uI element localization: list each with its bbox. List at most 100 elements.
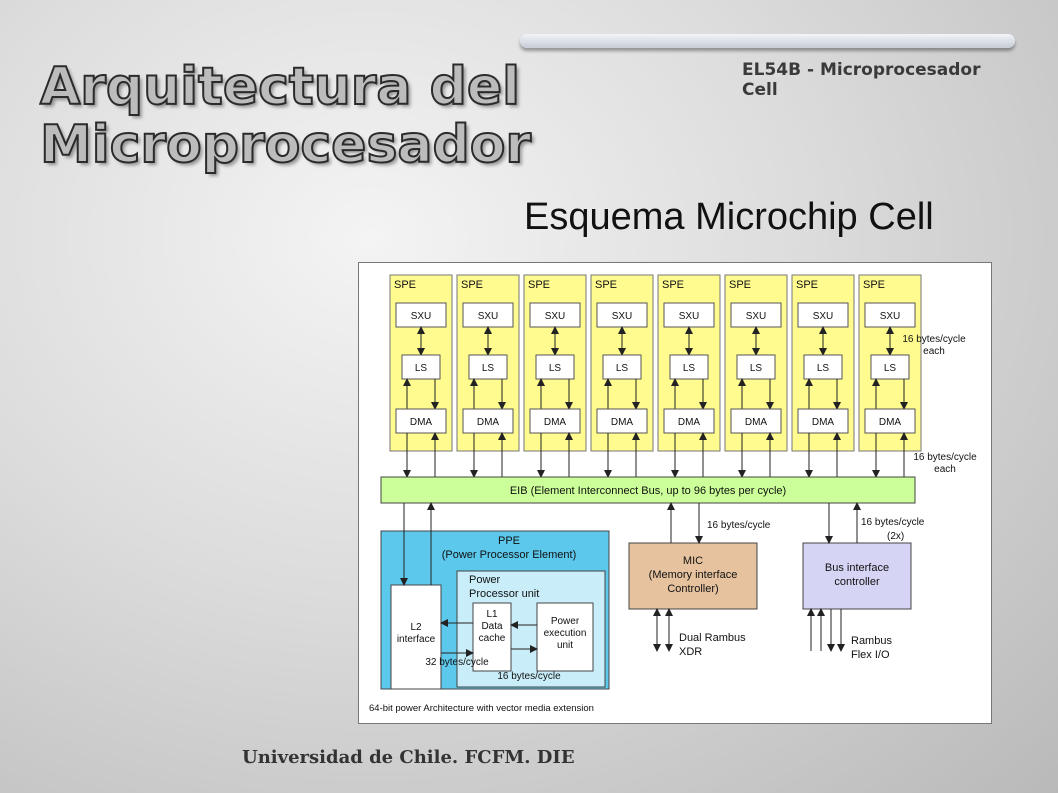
slide-title-line2: Microprocesador	[39, 115, 532, 175]
mic-block	[628, 542, 758, 610]
l1-data-cache-block	[472, 602, 512, 672]
dma-label: DMA	[879, 417, 902, 428]
ppu-label-2: Processor unit	[469, 588, 539, 600]
mic-ext-label-2: XDR	[679, 646, 702, 658]
ppe-subtitle: (Power Processor Element)	[442, 549, 577, 561]
sxu-block	[529, 302, 581, 328]
spe-label: SPE	[796, 279, 818, 291]
sxu-block	[596, 302, 648, 328]
sxu-label: SXU	[746, 311, 767, 322]
ppe-caption: 64-bit power Architecture with vector me…	[369, 703, 594, 714]
sxu-label: SXU	[813, 311, 834, 322]
ls-block	[870, 354, 910, 380]
spe-label: SPE	[461, 279, 483, 291]
ls-label: LS	[884, 363, 897, 374]
mic-label-3: Controller)	[667, 583, 718, 595]
l1-cache-label: cache	[479, 633, 506, 644]
spe-label: SPE	[595, 279, 617, 291]
bic-bandwidth-2x: (2x)	[887, 531, 904, 542]
ls-label: LS	[683, 363, 696, 374]
sxu-label: SXU	[679, 311, 700, 322]
spe-bus-bandwidth-label: 16 bytes/cycle	[913, 452, 977, 463]
top-decorative-bar	[520, 34, 1015, 48]
dma-block	[663, 408, 715, 434]
spe-label: SPE	[394, 279, 416, 291]
ls-block	[401, 354, 441, 380]
dma-block	[596, 408, 648, 434]
exec-label-2: execution	[544, 628, 587, 639]
ls-block	[803, 354, 843, 380]
spe-top-bandwidth-each: each	[923, 346, 945, 357]
exec-label-1: Power	[551, 616, 580, 627]
l1-label: L1	[486, 609, 498, 620]
slide-title-line1: Arquitectura del	[39, 57, 521, 117]
dma-label: DMA	[477, 417, 500, 428]
footer-institution: Universidad de Chile. FCFM. DIE	[242, 747, 575, 768]
sxu-block	[395, 302, 447, 328]
sxu-block	[730, 302, 782, 328]
dma-label: DMA	[745, 417, 768, 428]
mic-label-1: MIC	[683, 555, 703, 567]
dma-label: DMA	[812, 417, 835, 428]
dma-label: DMA	[544, 417, 567, 428]
dma-block	[730, 408, 782, 434]
ls-block	[736, 354, 776, 380]
sxu-label: SXU	[612, 311, 633, 322]
ls-label: LS	[482, 363, 495, 374]
sxu-label: SXU	[411, 311, 432, 322]
bic-bandwidth-label: 16 bytes/cycle	[861, 517, 925, 528]
bus-interface-controller-block	[802, 542, 912, 610]
ls-block	[468, 354, 508, 380]
dma-block	[395, 408, 447, 434]
slide-subtitle: Esquema Microchip Cell	[524, 196, 934, 238]
bic-ext-label-1: Rambus	[851, 635, 892, 647]
l1-data-label: Data	[481, 621, 503, 632]
ppe-bw-16-label: 16 bytes/cycle	[497, 671, 561, 682]
bic-label-2: controller	[834, 576, 880, 588]
eib-bus	[380, 476, 916, 504]
ls-block	[602, 354, 642, 380]
dma-block	[864, 408, 916, 434]
spe-label: SPE	[528, 279, 550, 291]
sxu-label: SXU	[478, 311, 499, 322]
dma-label: DMA	[611, 417, 634, 428]
sxu-block	[462, 302, 514, 328]
ls-label: LS	[549, 363, 562, 374]
sxu-label: SXU	[545, 311, 566, 322]
slide-title: Arquitectura del Microprocesador	[39, 57, 532, 175]
ls-block	[535, 354, 575, 380]
bic-label-1: Bus interface	[825, 562, 889, 574]
spe-label: SPE	[729, 279, 751, 291]
cell-architecture-diagram: SPE SXU LS DMA SPE SXU LS DMA SPE SXU LS DMA SPE SXU L…	[358, 262, 992, 724]
spe-top-bandwidth-label: 16 bytes/cycle	[902, 334, 966, 345]
sxu-label: SXU	[880, 311, 901, 322]
course-label: EL54B - Microprocesador Cell	[742, 60, 981, 100]
bic-ext-label-2: Flex I/O	[851, 649, 890, 661]
l2-interface-label: interface	[397, 634, 436, 645]
eib-label: EIB (Element Interconnect Bus, up to 96 …	[510, 485, 786, 497]
mic-bandwidth-label: 16 bytes/cycle	[707, 520, 771, 531]
spe-group: SPE SXU LS DMA SPE SXU LS DMA SPE SXU LS DMA SPE SXU L…	[389, 274, 922, 478]
l2-interface-block	[390, 584, 442, 690]
l2-label: L2	[410, 622, 422, 633]
exec-label-3: unit	[557, 640, 573, 651]
ppe-title: PPE	[498, 535, 520, 547]
sxu-block	[864, 302, 916, 328]
power-execution-unit-block	[536, 602, 594, 672]
dma-label: DMA	[678, 417, 701, 428]
mic-ext-label-1: Dual Rambus	[679, 632, 746, 644]
ls-label: LS	[817, 363, 830, 374]
ls-block	[669, 354, 709, 380]
ppe-bw-32-label: 32 bytes/cycle	[425, 657, 489, 668]
ls-label: LS	[616, 363, 629, 374]
mic-label-2: (Memory interface	[649, 569, 738, 581]
ppu-label-1: Power	[469, 574, 501, 586]
dma-block	[529, 408, 581, 434]
spe-label: SPE	[662, 279, 684, 291]
dma-block	[797, 408, 849, 434]
dma-block	[462, 408, 514, 434]
spe-label: SPE	[863, 279, 885, 291]
dma-label: DMA	[410, 417, 433, 428]
ls-label: LS	[415, 363, 428, 374]
spe-bus-bandwidth-each: each	[934, 464, 956, 475]
